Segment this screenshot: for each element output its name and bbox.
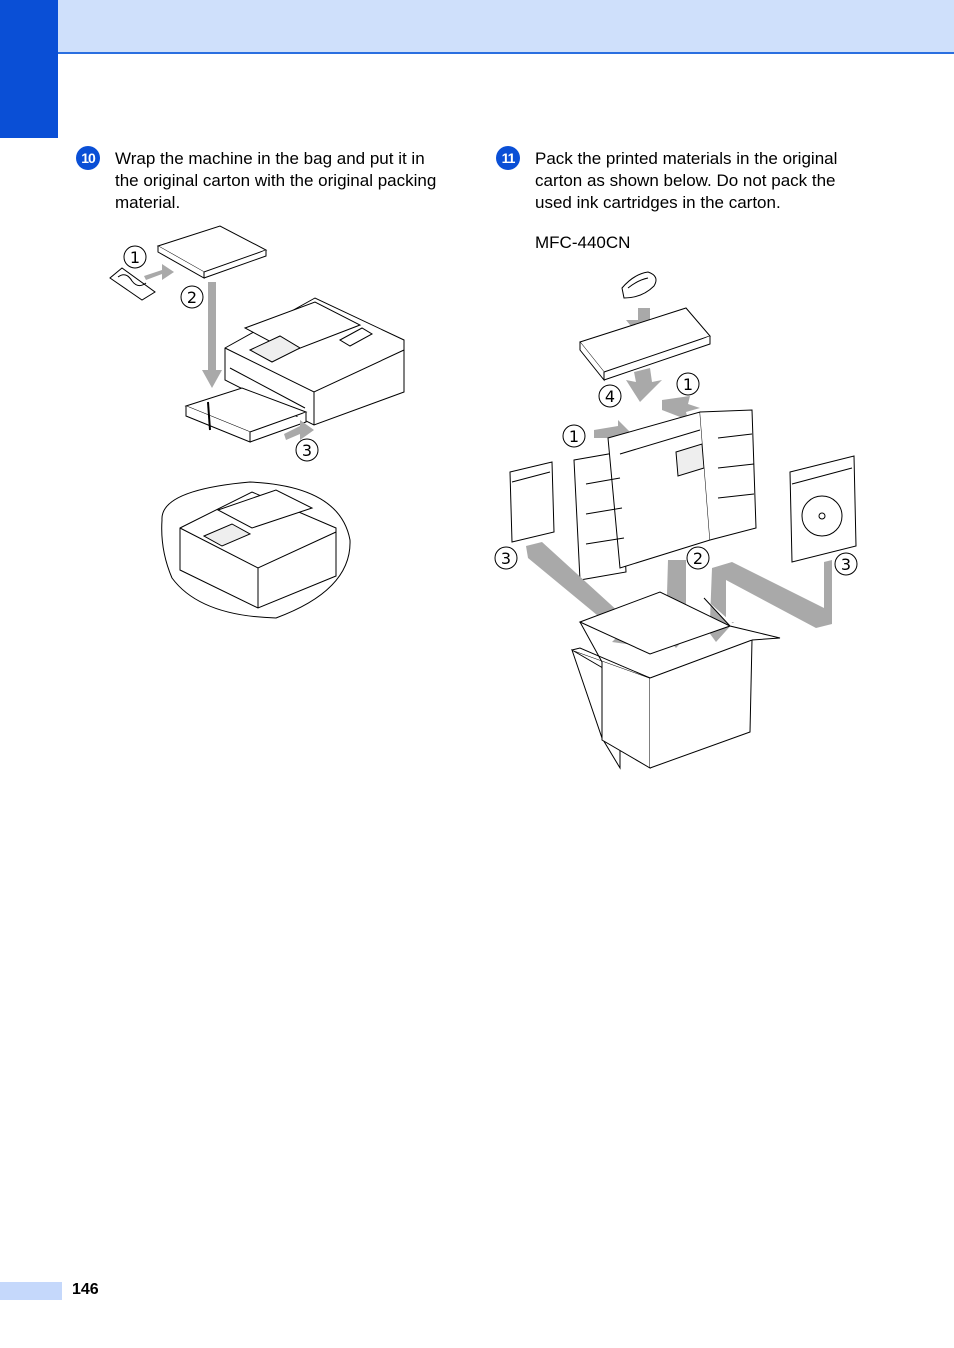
down-arrow xyxy=(202,282,222,388)
callout-4: 4 xyxy=(598,384,622,408)
footer-bar xyxy=(0,1282,62,1300)
callout-3: 3 xyxy=(295,438,319,462)
callout-1: 1 xyxy=(562,424,586,448)
packing-materials-illustration: 4 1 1 3 2 3 xyxy=(494,271,858,770)
accessory-box-icon xyxy=(156,225,268,279)
packing-machine-illustration: 1 2 3 xyxy=(109,225,405,619)
svg-text:3: 3 xyxy=(302,441,312,460)
header-band xyxy=(0,0,954,54)
step-text-10: Wrap the machine in the bag and put it i… xyxy=(115,149,437,212)
svg-text:4: 4 xyxy=(605,387,615,406)
foam-insert-icon xyxy=(579,307,711,382)
chapter-tab xyxy=(0,0,58,138)
callout-1: 1 xyxy=(123,245,147,269)
page-number: 146 xyxy=(72,1281,99,1298)
svg-text:1: 1 xyxy=(130,248,140,267)
callout-3: 3 xyxy=(494,546,518,570)
svg-text:1: 1 xyxy=(569,427,579,446)
arrow-shape xyxy=(284,420,314,440)
callout-3: 3 xyxy=(834,552,858,576)
printer-machine-icon xyxy=(224,297,405,426)
shipping-carton-icon xyxy=(571,591,781,770)
power-cord-icon xyxy=(109,267,156,301)
step-number-10: 10 xyxy=(76,146,100,170)
down-arrow xyxy=(626,368,662,402)
model-label: MFC-440CN xyxy=(535,233,631,252)
svg-text:3: 3 xyxy=(841,555,851,574)
callout-2: 2 xyxy=(180,285,204,309)
svg-text:2: 2 xyxy=(187,288,197,307)
machine-with-foam-icon xyxy=(573,409,757,581)
cord-bundle-icon xyxy=(621,271,657,299)
arrow-shape xyxy=(700,560,832,642)
step-number-11: 11 xyxy=(496,146,520,170)
svg-text:2: 2 xyxy=(693,549,703,568)
cd-sleeve-icon xyxy=(789,455,857,563)
callout-2: 2 xyxy=(686,546,710,570)
svg-text:3: 3 xyxy=(501,549,511,568)
step-text-11: Pack the printed materials in the origin… xyxy=(535,149,838,212)
carton-tray-icon xyxy=(184,387,308,443)
document-sleeve-icon xyxy=(509,461,555,543)
arrow-shape xyxy=(144,264,174,280)
arrow-shape xyxy=(662,396,700,420)
bagged-machine-icon xyxy=(161,481,351,619)
callout-1: 1 xyxy=(676,372,700,396)
svg-text:1: 1 xyxy=(683,375,693,394)
